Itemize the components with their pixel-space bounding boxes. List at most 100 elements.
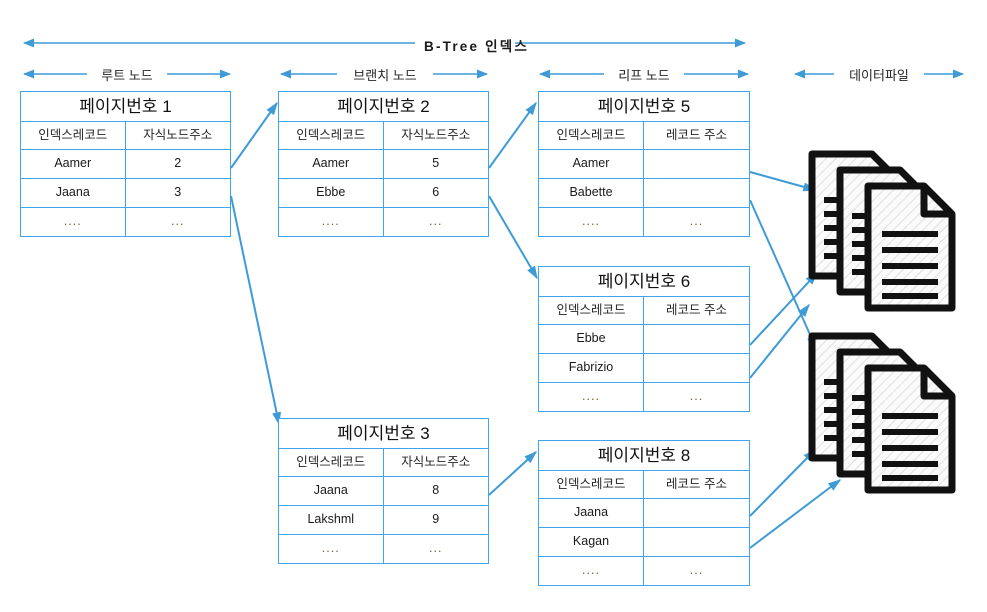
column-index-record: 인덱스레코드 [279,449,384,476]
arrow-page1-to-page3 [230,195,282,426]
cell-key: .... [539,383,644,412]
arrow-page2-to-page6 [488,195,538,280]
column-child-node-address: 자식노드주소 [401,128,471,142]
node-page6-header: 페이지번호 6 [539,267,749,297]
cell-key: .... [279,208,384,237]
node-page8-leaf[interactable]: 페이지번호 8 인덱스레코드 레코드 주소 Jaana Kagan .... .… [538,440,750,586]
cell-value: ... [429,214,443,228]
cell-value: ... [429,541,443,555]
span-label-datafile: 데이터파일 [834,65,924,84]
cell-key: Aamer [539,150,644,178]
span-label-leaf: 리프 노드 [604,65,684,84]
column-record-address: 레코드 주소 [666,303,727,317]
table-row[interactable]: Ebbe [539,325,749,354]
table-row[interactable]: Lakshml 9 [279,506,488,535]
arrow-page2-to-page5 [488,101,537,169]
column-index-record: 인덱스레코드 [539,122,644,149]
node-page3-branch[interactable]: 페이지번호 3 인덱스레코드 자식노드주소 Jaana 8 Lakshml 9 … [278,418,489,564]
cell-key: Aamer [21,150,126,178]
cell-key: .... [279,535,384,564]
cell-value: 6 [432,185,440,199]
table-row-ellipsis: .... ... [539,208,749,237]
table-row-ellipsis: .... ... [539,383,749,412]
arrow-page3-to-page8 [488,451,537,496]
node-page5-column-header: 인덱스레코드 레코드 주소 [539,122,749,150]
cell-value: ... [689,214,704,228]
cell-key: Babette [539,179,644,207]
node-page5-header: 페이지번호 5 [539,92,749,122]
node-page6-leaf[interactable]: 페이지번호 6 인덱스레코드 레코드 주소 Ebbe Fabrizio ....… [538,266,750,412]
column-child-node-address: 자식노드주소 [401,455,471,469]
arrow-page8-to-datafile2-alt [749,479,842,549]
node-page3-header: 페이지번호 3 [279,419,488,449]
cell-value: 3 [174,185,182,199]
cell-value [644,528,749,556]
column-child-node-address: 자식노드주소 [143,128,213,142]
table-row[interactable]: Jaana 3 [21,179,230,208]
node-page8-header: 페이지번호 8 [539,441,749,471]
cell-value: ... [689,563,704,577]
table-row-ellipsis: .... ... [21,208,230,237]
table-row[interactable]: Aamer 2 [21,150,230,179]
node-page2-header: 페이지번호 2 [279,92,488,122]
cell-key: .... [539,208,644,237]
table-row[interactable]: Ebbe 6 [279,179,488,208]
node-page6-column-header: 인덱스레코드 레코드 주소 [539,297,749,325]
cell-key: Jaana [21,179,126,207]
span-label-root: 루트 노드 [87,65,167,84]
arrow-page5-to-datafile2 [749,199,817,350]
cell-key: Kagan [539,528,644,556]
node-page5-leaf[interactable]: 페이지번호 5 인덱스레코드 레코드 주소 Aamer Babette ....… [538,91,750,237]
cell-value: 9 [432,512,440,526]
document-stack-icon-1 [808,150,956,312]
cell-value [644,354,749,382]
cell-key: Lakshml [279,506,384,534]
cell-key: Ebbe [279,179,384,207]
column-record-address: 레코드 주소 [666,477,727,491]
cell-value: 8 [432,483,440,497]
cell-key: Aamer [279,150,384,178]
arrow-page6-to-datafile1 [749,272,818,346]
arrow-page1-to-page2 [230,101,278,169]
cell-key: Fabrizio [539,354,644,382]
table-row[interactable]: Jaana 8 [279,477,488,506]
span-label-branch: 브랜치 노드 [337,65,433,84]
node-page2-branch[interactable]: 페이지번호 2 인덱스레코드 자식노드주소 Aamer 5 Ebbe 6 ...… [278,91,489,237]
cell-value: ... [171,214,185,228]
cell-key: .... [539,557,644,586]
arrow-page6-to-datafile1-alt [749,303,810,379]
node-page8-column-header: 인덱스레코드 레코드 주소 [539,471,749,499]
table-row[interactable]: Aamer [539,150,749,179]
cell-key: .... [21,208,126,237]
cell-value: 2 [174,156,182,170]
cell-value [644,499,749,527]
cell-key: Jaana [279,477,384,505]
column-index-record: 인덱스레코드 [279,122,384,149]
table-row-ellipsis: .... ... [279,208,488,237]
arrow-page8-to-datafile2 [749,449,816,517]
cell-value: ... [689,389,704,403]
column-record-address: 레코드 주소 [666,128,727,142]
cell-value [644,325,749,353]
document-stack-icon-2 [808,332,956,494]
column-index-record: 인덱스레코드 [539,471,644,498]
table-row[interactable]: Fabrizio [539,354,749,383]
node-page1-header: 페이지번호 1 [21,92,230,122]
table-row-ellipsis: .... ... [539,557,749,586]
cell-value [644,179,749,207]
table-row-ellipsis: .... ... [279,535,488,564]
cell-key: Jaana [539,499,644,527]
table-row[interactable]: Babette [539,179,749,208]
cell-value: 5 [432,156,440,170]
cell-key: Ebbe [539,325,644,353]
node-page1-column-header: 인덱스레코드 자식노드주소 [21,122,230,150]
cell-value [644,150,749,178]
node-page1-root[interactable]: 페이지번호 1 인덱스레코드 자식노드주소 Aamer 2 Jaana 3 ..… [20,91,231,237]
node-page2-column-header: 인덱스레코드 자식노드주소 [279,122,488,150]
table-row[interactable]: Kagan [539,528,749,557]
arrow-page5-to-datafile1 [749,171,817,192]
column-index-record: 인덱스레코드 [21,122,126,149]
table-row[interactable]: Jaana [539,499,749,528]
table-row[interactable]: Aamer 5 [279,150,488,179]
